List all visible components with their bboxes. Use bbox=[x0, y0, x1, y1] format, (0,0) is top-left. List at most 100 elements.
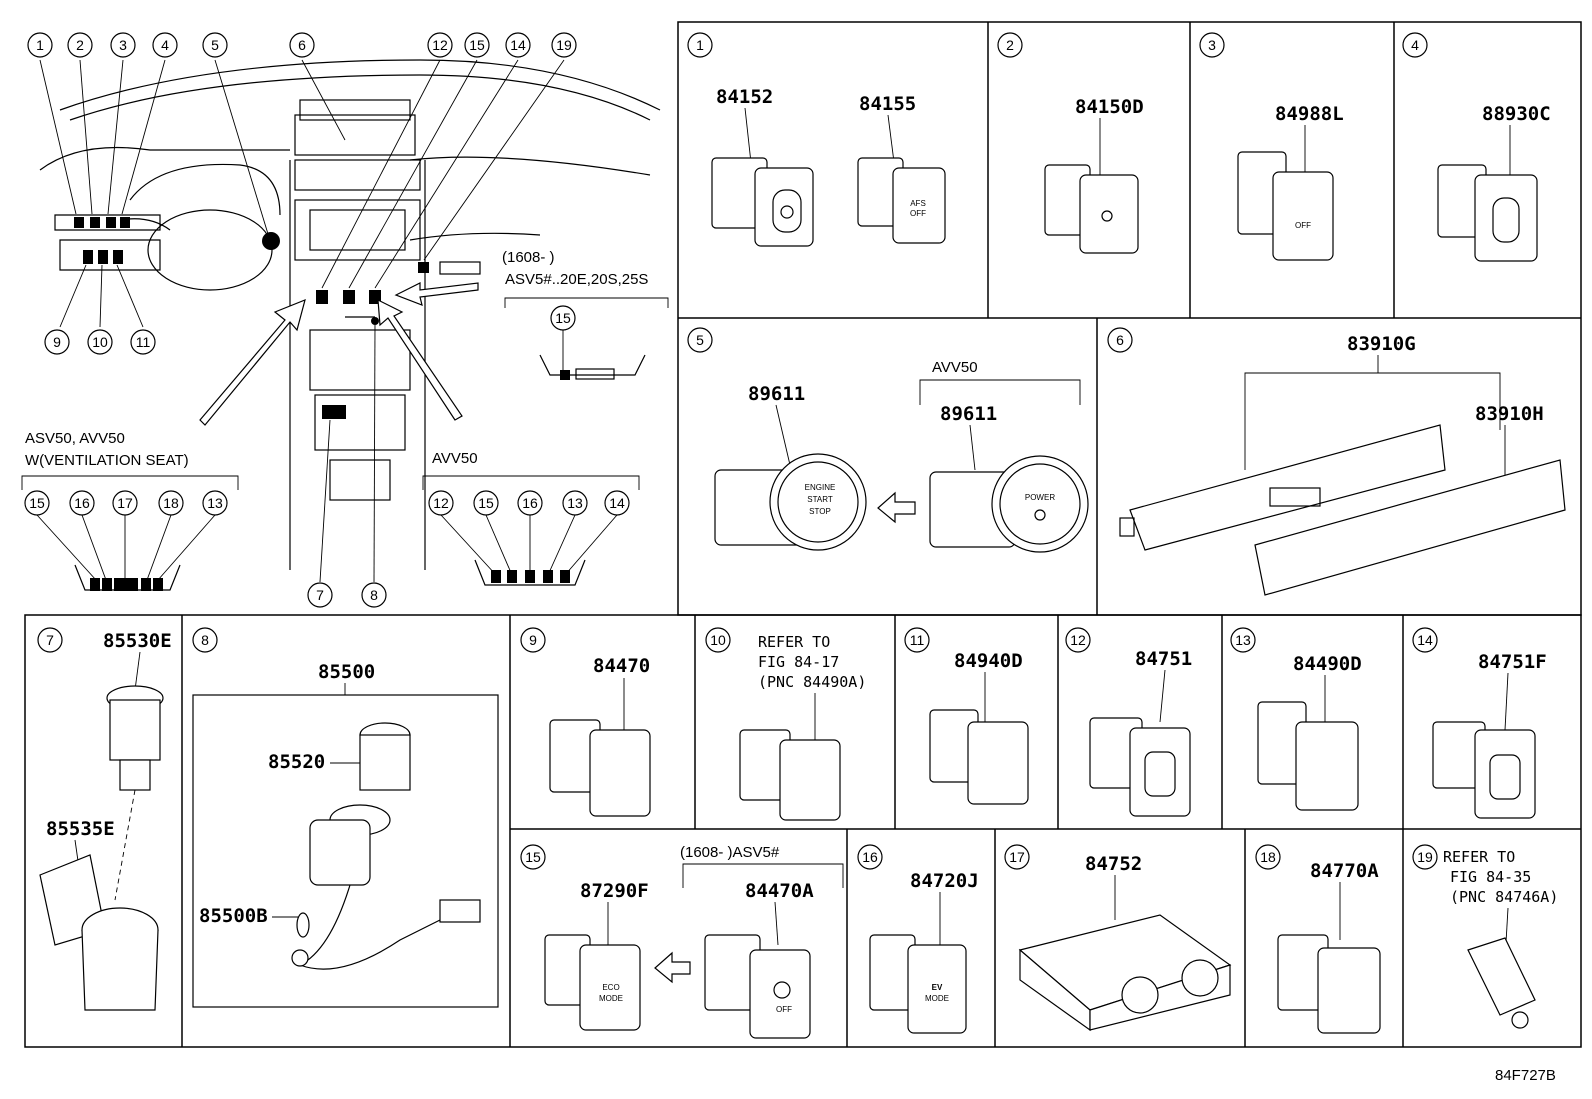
svg-text:2: 2 bbox=[76, 37, 84, 53]
svg-text:85500: 85500 bbox=[318, 661, 375, 683]
svg-text:14: 14 bbox=[609, 495, 625, 511]
panel-19: 19 REFER TO FIG 84-35 (PNC 84746A) bbox=[1412, 844, 1558, 1029]
svg-text:START: START bbox=[807, 495, 833, 504]
vc-callout-13: 13 bbox=[562, 490, 588, 516]
callout-2: 2 bbox=[67, 32, 93, 58]
svg-text:16: 16 bbox=[522, 495, 538, 511]
variant-a-inset: (1608- ) ASV5#..20E,20S,25S 15 bbox=[502, 249, 669, 380]
svg-text:19: 19 bbox=[1417, 849, 1433, 865]
svg-text:AVV50: AVV50 bbox=[432, 450, 478, 467]
svg-text:13: 13 bbox=[1235, 632, 1251, 648]
svg-text:17: 17 bbox=[117, 495, 133, 511]
svg-text:84470: 84470 bbox=[593, 655, 650, 677]
svg-text:3: 3 bbox=[119, 37, 127, 53]
svg-text:FIG 84-17: FIG 84-17 bbox=[758, 653, 839, 671]
svg-text:9: 9 bbox=[529, 632, 537, 648]
svg-text:84150D: 84150D bbox=[1075, 96, 1144, 118]
panel-15: 15 (1608- )ASV5# 87290F 84470A ECO MODE … bbox=[520, 844, 844, 1039]
svg-text:84940D: 84940D bbox=[954, 650, 1023, 672]
svg-text:16: 16 bbox=[862, 849, 878, 865]
vb-callout-17: 17 bbox=[112, 490, 138, 516]
svg-text:AVV50: AVV50 bbox=[932, 359, 978, 376]
svg-text:7: 7 bbox=[46, 632, 54, 648]
panel-5: 5 89611 AVV50 89611 ENGINE START STOP PO… bbox=[687, 327, 1089, 553]
svg-text:89611: 89611 bbox=[748, 383, 805, 405]
svg-text:84770A: 84770A bbox=[1310, 860, 1379, 882]
vb-callout-16: 16 bbox=[69, 490, 95, 516]
svg-text:13: 13 bbox=[567, 495, 583, 511]
svg-text:83910G: 83910G bbox=[1347, 333, 1416, 355]
callout-6: 6 bbox=[289, 32, 315, 58]
power-button-drawing: POWER bbox=[929, 455, 1089, 553]
panel-13: 13 84490D bbox=[1230, 627, 1362, 811]
callout-14: 14 bbox=[505, 32, 531, 58]
svg-text:83910H: 83910H bbox=[1475, 403, 1544, 425]
svg-text:OFF: OFF bbox=[910, 209, 926, 218]
panel-8: 8 85500 85520 85500B bbox=[192, 627, 499, 1008]
svg-text:14: 14 bbox=[510, 37, 526, 53]
callout-5: 5 bbox=[202, 32, 228, 58]
panel-9: 9 84470 bbox=[520, 627, 651, 817]
panel-16: 16 84720J EV MODE bbox=[857, 844, 979, 1034]
svg-text:ASV5#..20E,20S,25S: ASV5#..20E,20S,25S bbox=[505, 271, 648, 288]
callout-10: 10 bbox=[87, 329, 113, 355]
svg-text:MODE: MODE bbox=[925, 994, 949, 1003]
diagram-code: 84F727B bbox=[1495, 1067, 1556, 1084]
svg-text:REFER TO: REFER TO bbox=[758, 633, 830, 651]
svg-text:REFER TO: REFER TO bbox=[1443, 848, 1515, 866]
variant-b-inset: ASV50, AVV50 W(VENTILATION SEAT) 15 16 1… bbox=[21, 430, 239, 591]
svg-text:7: 7 bbox=[316, 587, 324, 603]
callout-11: 11 bbox=[130, 329, 156, 355]
panel-2: 2 84150D bbox=[997, 32, 1144, 254]
svg-text:ASV50, AVV50: ASV50, AVV50 bbox=[25, 430, 125, 447]
svg-text:84988L: 84988L bbox=[1275, 103, 1344, 125]
panel-3: 3 84988L OFF bbox=[1199, 32, 1344, 261]
svg-text:1: 1 bbox=[36, 37, 44, 53]
svg-text:OFF: OFF bbox=[1295, 221, 1311, 230]
svg-text:2: 2 bbox=[1006, 37, 1014, 53]
svg-text:(PNC 84490A): (PNC 84490A) bbox=[758, 673, 866, 691]
svg-text:84152: 84152 bbox=[716, 86, 773, 108]
svg-text:POWER: POWER bbox=[1025, 493, 1055, 502]
svg-text:85500B: 85500B bbox=[199, 905, 268, 927]
panel-18: 18 84770A bbox=[1255, 844, 1381, 1034]
svg-text:5: 5 bbox=[211, 37, 219, 53]
callout-8: 8 bbox=[361, 582, 387, 608]
svg-text:15: 15 bbox=[478, 495, 494, 511]
svg-text:4: 4 bbox=[1411, 37, 1419, 53]
callout-15: 15 bbox=[464, 32, 490, 58]
svg-text:(PNC 84746A): (PNC 84746A) bbox=[1450, 888, 1558, 906]
svg-text:14: 14 bbox=[1417, 632, 1433, 648]
svg-text:18: 18 bbox=[1260, 849, 1276, 865]
svg-text:EV: EV bbox=[932, 983, 943, 992]
svg-text:(1608- ): (1608- ) bbox=[502, 249, 555, 266]
panel-10: 10 REFER TO FIG 84-17 (PNC 84490A) bbox=[705, 627, 866, 821]
svg-text:MODE: MODE bbox=[599, 994, 623, 1003]
svg-text:18: 18 bbox=[163, 495, 179, 511]
vc-callout-14: 14 bbox=[604, 490, 630, 516]
svg-text:85520: 85520 bbox=[268, 751, 325, 773]
svg-text:88930C: 88930C bbox=[1482, 103, 1551, 125]
svg-text:9: 9 bbox=[53, 334, 61, 350]
panel-grid bbox=[24, 21, 1582, 1048]
svg-text:19: 19 bbox=[556, 37, 572, 53]
svg-text:84751F: 84751F bbox=[1478, 651, 1547, 673]
switch-84152-drawing bbox=[711, 157, 814, 247]
svg-text:6: 6 bbox=[1116, 332, 1124, 348]
panel-6: 6 83910G 83910H bbox=[1107, 327, 1566, 596]
svg-text:ECO: ECO bbox=[602, 983, 619, 992]
svg-text:13: 13 bbox=[207, 495, 223, 511]
svg-text:(1608- )ASV5#: (1608- )ASV5# bbox=[680, 844, 780, 861]
panel-1: 1 84152 84155 AFS OFF bbox=[687, 32, 946, 247]
svg-text:87290F: 87290F bbox=[580, 880, 649, 902]
svg-text:84470A: 84470A bbox=[745, 880, 814, 902]
svg-text:10: 10 bbox=[710, 632, 726, 648]
vc-callout-12: 12 bbox=[428, 490, 454, 516]
svg-text:15: 15 bbox=[525, 849, 541, 865]
vb-callout-18: 18 bbox=[158, 490, 184, 516]
panel-17: 17 84752 bbox=[1004, 844, 1232, 1032]
callout-1: 1 bbox=[27, 32, 53, 58]
svg-text:1: 1 bbox=[696, 37, 704, 53]
svg-text:3: 3 bbox=[1208, 37, 1216, 53]
vb-callout-15: 15 bbox=[24, 490, 50, 516]
